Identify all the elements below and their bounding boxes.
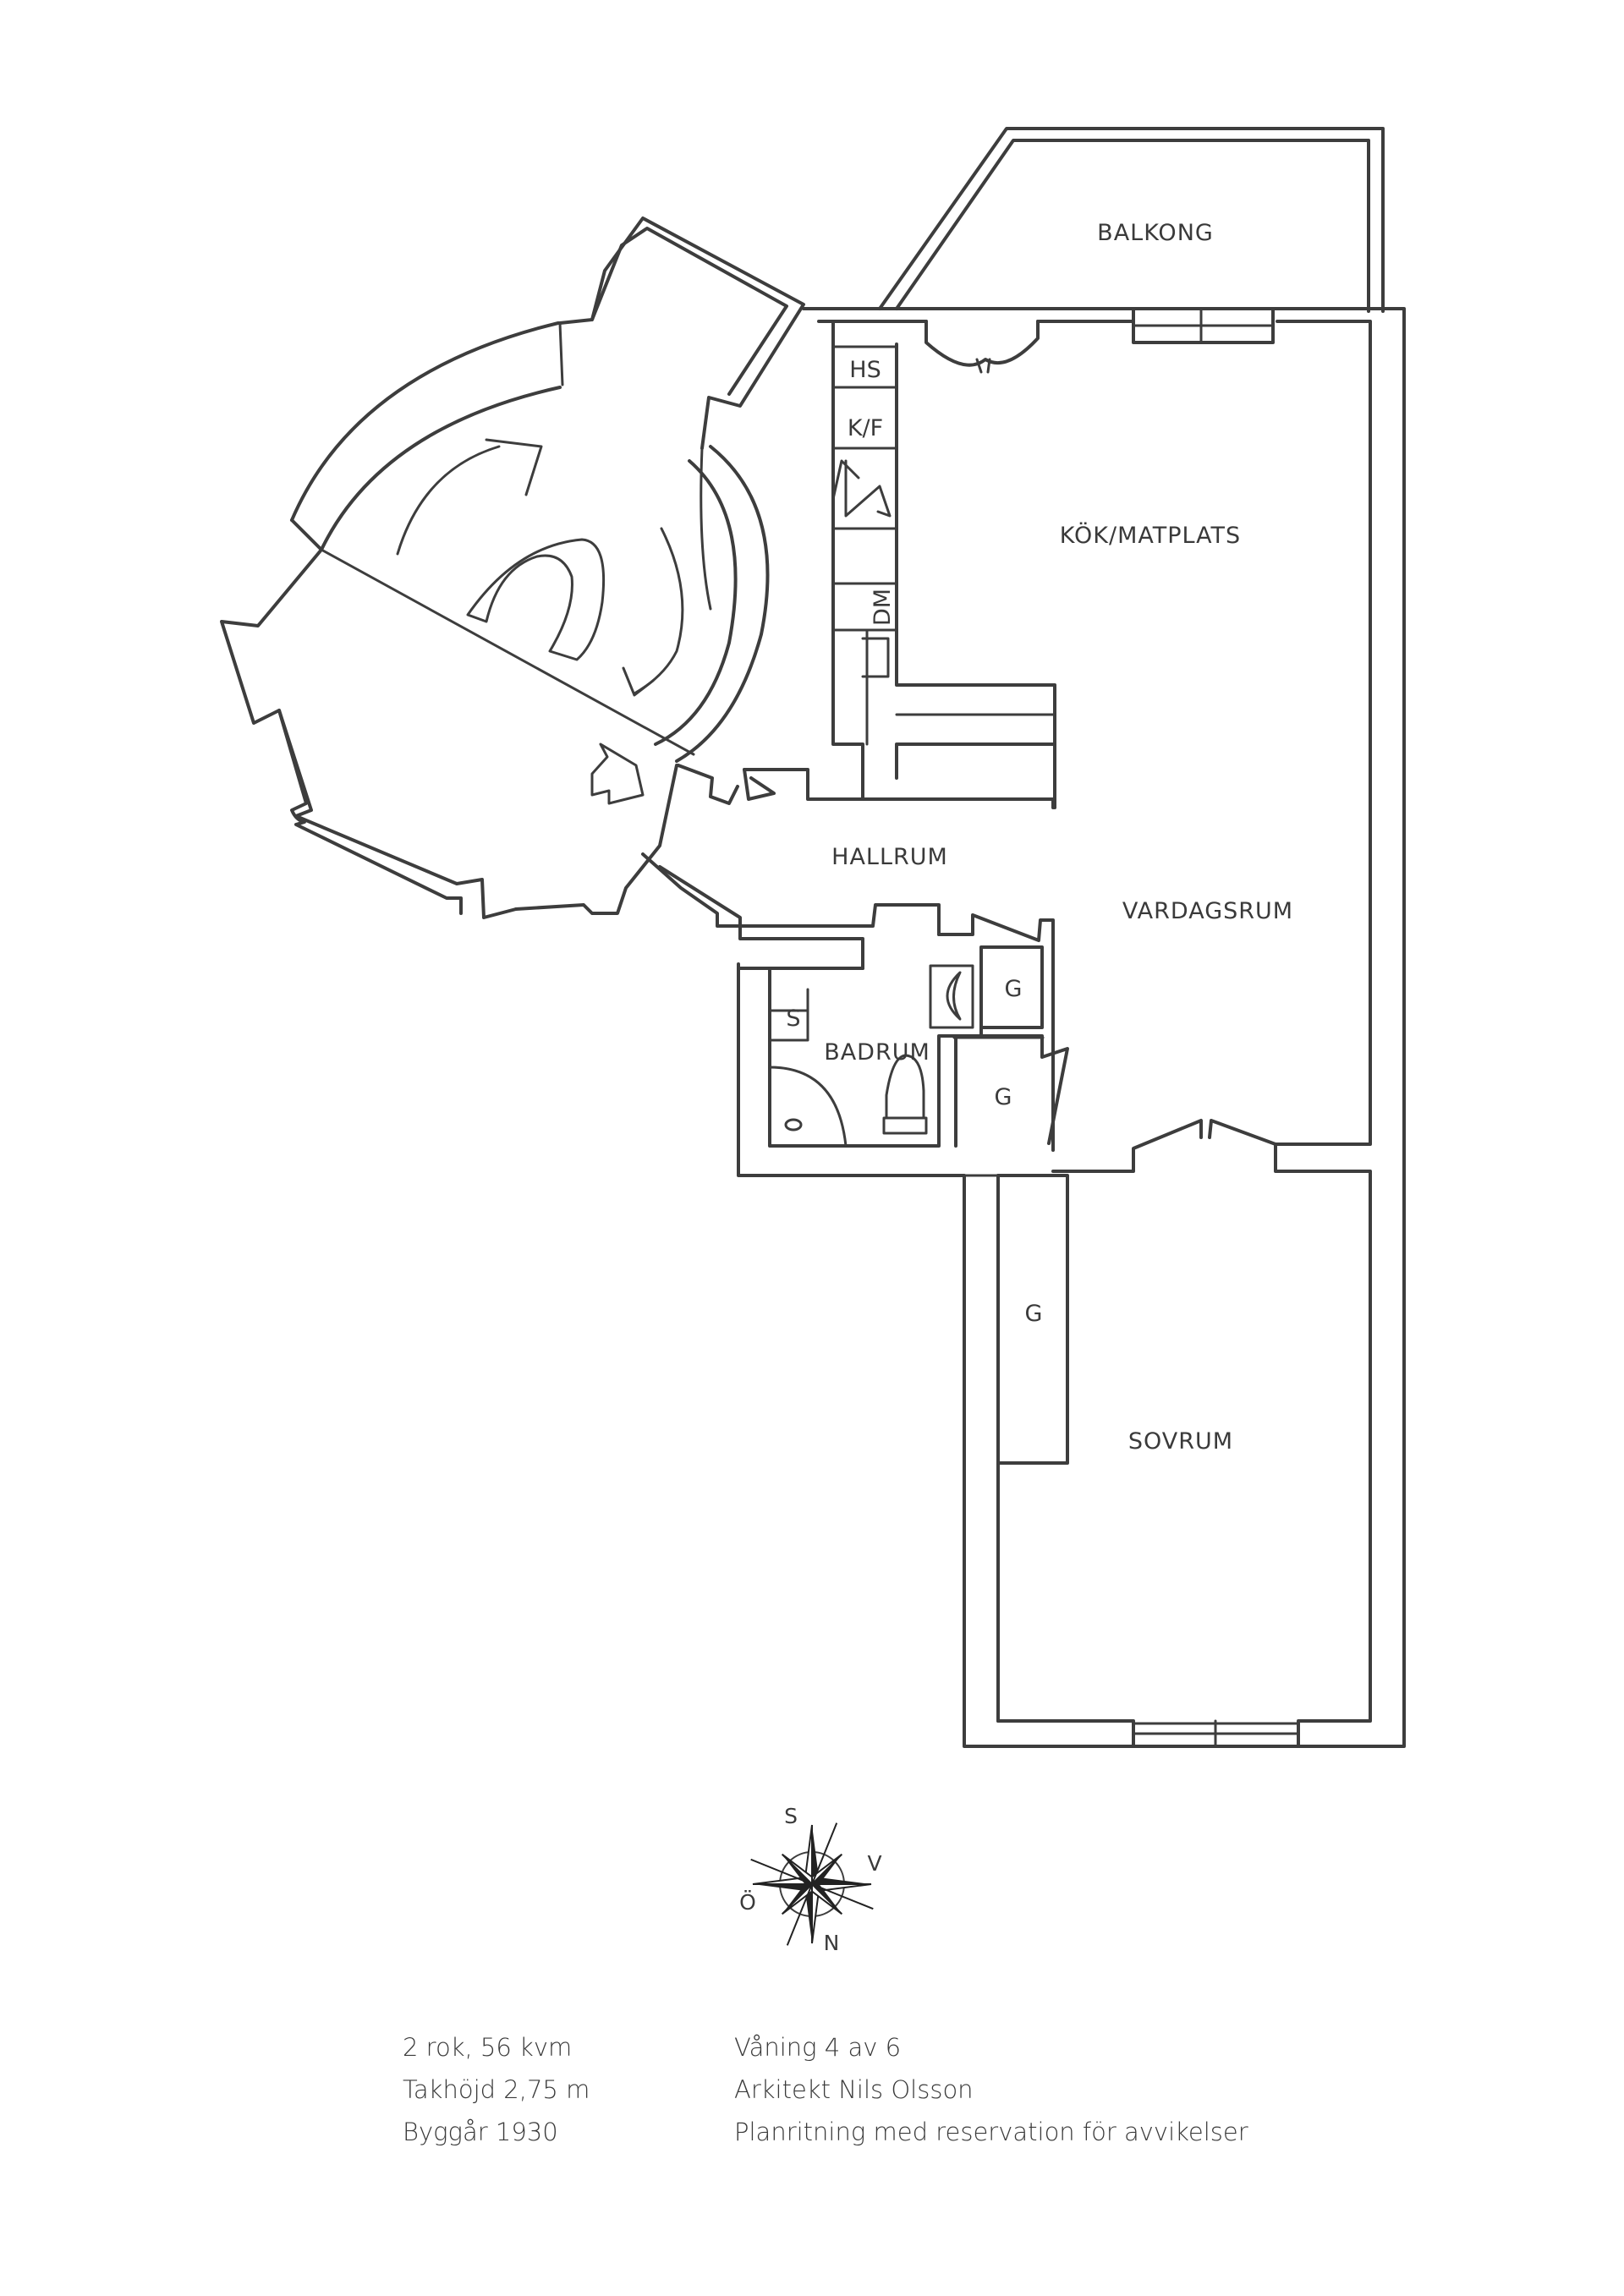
room-label-vardagsrum: VARDAGSRUM [1122,898,1293,924]
compass-label-west: V [867,1851,881,1876]
compass-label-east: Ö [739,1890,756,1915]
room-label-badrum: BADRUM [824,1039,930,1066]
stairwell-walls [220,216,805,919]
room-label-hallrum: HALLRUM [831,844,948,870]
info-build-year: Byggår 1930 [403,2118,558,2146]
room-label-sovrum: SOVRUM [1128,1428,1233,1455]
balcony-walls [878,127,1385,313]
fixture-label-g2: G [995,1084,1012,1110]
compass-label-south: S [784,1804,798,1828]
fixture-label-s: S [786,1006,800,1032]
fixture-label-dm: DM [870,589,896,626]
info-right: Våning 4 av 6 Arkitekt Nils Olsson Planr… [734,2026,1248,2153]
compass-label-north: N [824,1931,840,1955]
compass-rose [750,1822,874,1946]
fixture-label-kf: K/F [848,415,883,441]
info-ceiling-height: Takhöjd 2,75 m [403,2075,590,2104]
main-walls [641,307,1406,1748]
info-disclaimer: Planritning med reservation för avvikels… [734,2118,1248,2146]
room-label-kok: KÖK/MATPLATS [1060,522,1241,549]
info-rooms-area: 2 rok, 56 kvm [403,2033,573,2062]
fixture-label-hs: HS [849,357,881,383]
fixture-label-g3: G [1025,1301,1043,1327]
info-left: 2 rok, 56 kvm Takhöjd 2,75 m Byggår 1930 [403,2026,590,2153]
info-floor: Våning 4 av 6 [734,2033,902,2062]
info-architect: Arkitekt Nils Olsson [734,2075,974,2104]
room-label-balkong: BALKONG [1097,220,1214,246]
fixture-label-g1: G [1005,976,1023,1002]
